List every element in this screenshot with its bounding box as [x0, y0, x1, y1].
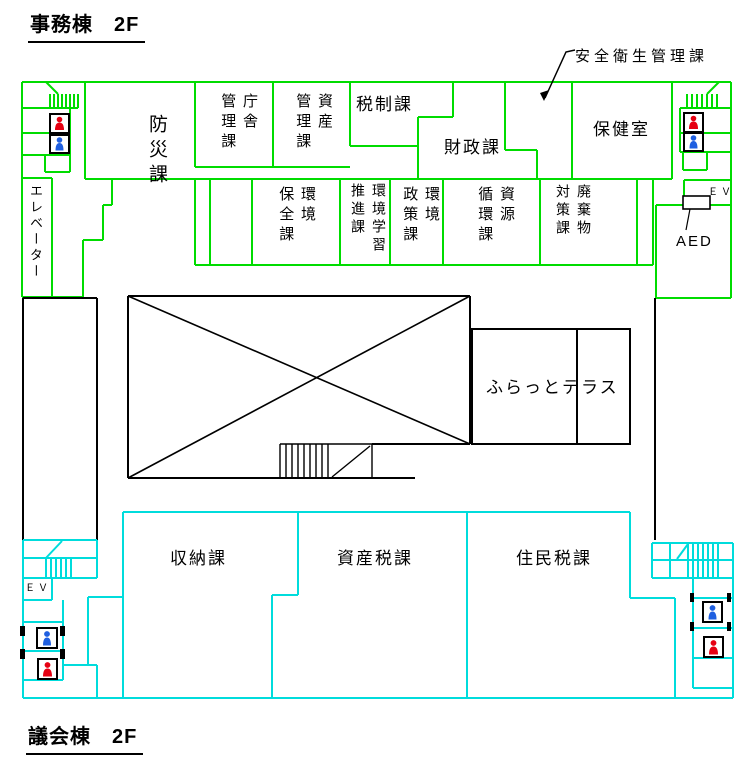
- stairs-icon: [45, 81, 79, 108]
- safety-office-label: 安全衛生管理課: [575, 48, 709, 65]
- room-label-juminzei: 住民税課: [516, 549, 592, 568]
- female-toilet-icon: [49, 113, 70, 134]
- room-label-kankyo-seisaku: 環境 政策課: [401, 186, 440, 246]
- room-label-bousai: 防災課: [146, 114, 167, 189]
- atrium-outline: [127, 295, 471, 479]
- stairs-icon: [676, 543, 719, 578]
- atrium-x-mark: [127, 295, 471, 479]
- ev-label-lower: ＥＶ: [25, 583, 51, 594]
- room-label-kankyo-hozen: 環境 保全課: [277, 186, 316, 246]
- terrace-outline: [471, 328, 631, 445]
- male-toilet-icon: [683, 132, 704, 152]
- aed-cabinet-icon: [682, 195, 711, 231]
- female-toilet-icon: [683, 112, 704, 133]
- room-label-zeisei: 税制課: [356, 95, 413, 114]
- page-title-office: 事務棟 2F: [28, 12, 146, 43]
- room-label-hoken: 保健室: [593, 120, 650, 139]
- page-title-assembly: 議会棟 2F: [26, 724, 144, 755]
- assembly-wing-walls: [22, 511, 734, 699]
- female-toilet-icon: [37, 658, 58, 680]
- atrium-structure: [22, 295, 656, 540]
- room-label-shisanzei: 資産税課: [337, 549, 413, 568]
- stairs-icon: [279, 443, 373, 478]
- room-label-shuno: 収納課: [170, 549, 227, 568]
- room-label-shisan-kanri: 資産 管理課: [294, 93, 333, 153]
- door-jamb-marks: [20, 593, 731, 659]
- aed-label: AED: [676, 233, 713, 250]
- male-toilet-icon: [36, 627, 58, 649]
- room-label-shigen-junkan: 資源 循環課: [476, 186, 515, 246]
- stairs-icon: [44, 540, 72, 578]
- room-label-chosha-kanri: 庁舎 管理課: [219, 93, 258, 153]
- stairs-icon: [686, 81, 720, 108]
- female-toilet-icon: [703, 636, 724, 658]
- office-wing-walls: [21, 81, 732, 299]
- corridor-walls: [22, 297, 656, 540]
- annotation-arrow-icon: [540, 49, 576, 101]
- ev-label-upper: ＥＶ: [708, 187, 734, 198]
- male-toilet-icon: [49, 134, 70, 154]
- male-toilet-icon: [702, 601, 723, 623]
- room-label-zaisei: 財政課: [444, 138, 501, 157]
- room-label-terrace: ふらっとテラス: [486, 378, 619, 397]
- room-label-elevator: エレベーター: [28, 184, 43, 280]
- room-label-haikibutsu: 廃棄物 対策課: [555, 184, 592, 238]
- room-label-kankyo-gakushu: 環境学習 推進課: [350, 183, 387, 255]
